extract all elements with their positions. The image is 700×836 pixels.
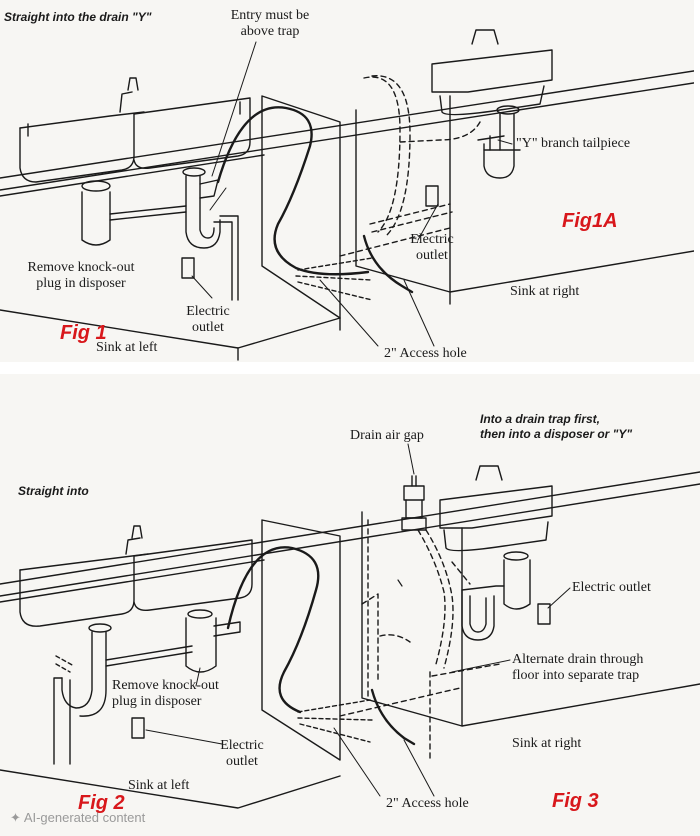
fig1-trap [182, 167, 239, 301]
label-remove-knockout-fig1: Remove knock-out plug in disposer [27, 260, 135, 291]
fig3-cabinet [361, 511, 700, 727]
fig2-trap [53, 623, 193, 765]
figure-label-fig1a: Fig1A [562, 210, 618, 232]
fig1a-cabinet [355, 95, 700, 305]
fig3-hose [370, 688, 416, 746]
fig1-countertop [0, 69, 700, 197]
fig3-air-gap [401, 475, 427, 531]
label-sink-at-right-fig3: Sink at right [512, 736, 582, 751]
figure-label-fig3: Fig 3 [552, 790, 599, 812]
fig1-dishwasher-hose [216, 106, 373, 301]
panel-edge [694, 0, 700, 362]
fig2-disposer [185, 609, 241, 673]
fig1-electric-outlet [181, 257, 195, 279]
label-remove-knockout-fig2: Remove knock-out plug in disposer [112, 678, 219, 709]
label-y-branch-tailpiece: "Y" branch tailpiece [516, 136, 631, 151]
fig2-cabinet [0, 519, 341, 809]
fig2-electric-outlet [131, 717, 145, 739]
fig1a-sink [431, 29, 553, 179]
note-straight-into-drain-y: Straight into the drain "Y" [4, 10, 152, 24]
fig1-cabinet [0, 95, 341, 361]
label-alternate-drain: Alternate drain through floor into separ… [512, 652, 644, 683]
sparkle-icon: ✦ [10, 810, 21, 825]
fig3-knockout-mark [397, 579, 403, 587]
fig2-dishwasher-hose [226, 546, 373, 743]
fig1-disposer [81, 180, 187, 246]
label-drain-air-gap: Drain air gap [350, 428, 424, 443]
label-access-hole-fig2: 2" Access hole [386, 796, 469, 811]
label-electric-outlet-fig2: Electric outlet [220, 738, 264, 769]
label-sink-at-left-fig2: Sink at left [128, 778, 190, 793]
fig2-double-sink [19, 525, 253, 627]
fig3-sink [439, 465, 553, 641]
fig2-countertop [0, 471, 700, 603]
label-sink-at-left-fig1: Sink at left [96, 340, 158, 355]
fig1a-electric-outlet [425, 185, 439, 207]
fig3-electric-outlet [537, 603, 551, 625]
label-access-hole-fig1: 2" Access hole [384, 346, 467, 361]
label-entry-above-trap: Entry must be above trap [230, 8, 310, 39]
fig1-double-sink [19, 77, 251, 183]
fig3-hidden-lines [339, 519, 501, 761]
label-sink-at-right-fig1a: Sink at right [510, 284, 580, 299]
panel-divider [0, 362, 700, 374]
label-electric-outlet-fig3: Electric outlet [572, 580, 651, 595]
ai-generated-badge: ✦ AI-generated content [10, 810, 146, 825]
fig1-leaders [191, 41, 513, 347]
figure-label-fig1: Fig 1 [60, 322, 107, 344]
note-drain-trap-first: Into a drain trap first, then into a dis… [480, 412, 633, 441]
note-straight-into: Straight into [18, 484, 89, 498]
label-electric-outlet-fig1: Electric outlet [186, 304, 230, 335]
figure-label-fig2: Fig 2 [78, 792, 125, 814]
fig2-leaders [145, 443, 571, 797]
label-electric-outlet-fig1a: Electric outlet [410, 232, 454, 263]
fig1a-hose [362, 234, 414, 294]
fig1a-hidden-hose [339, 75, 481, 257]
